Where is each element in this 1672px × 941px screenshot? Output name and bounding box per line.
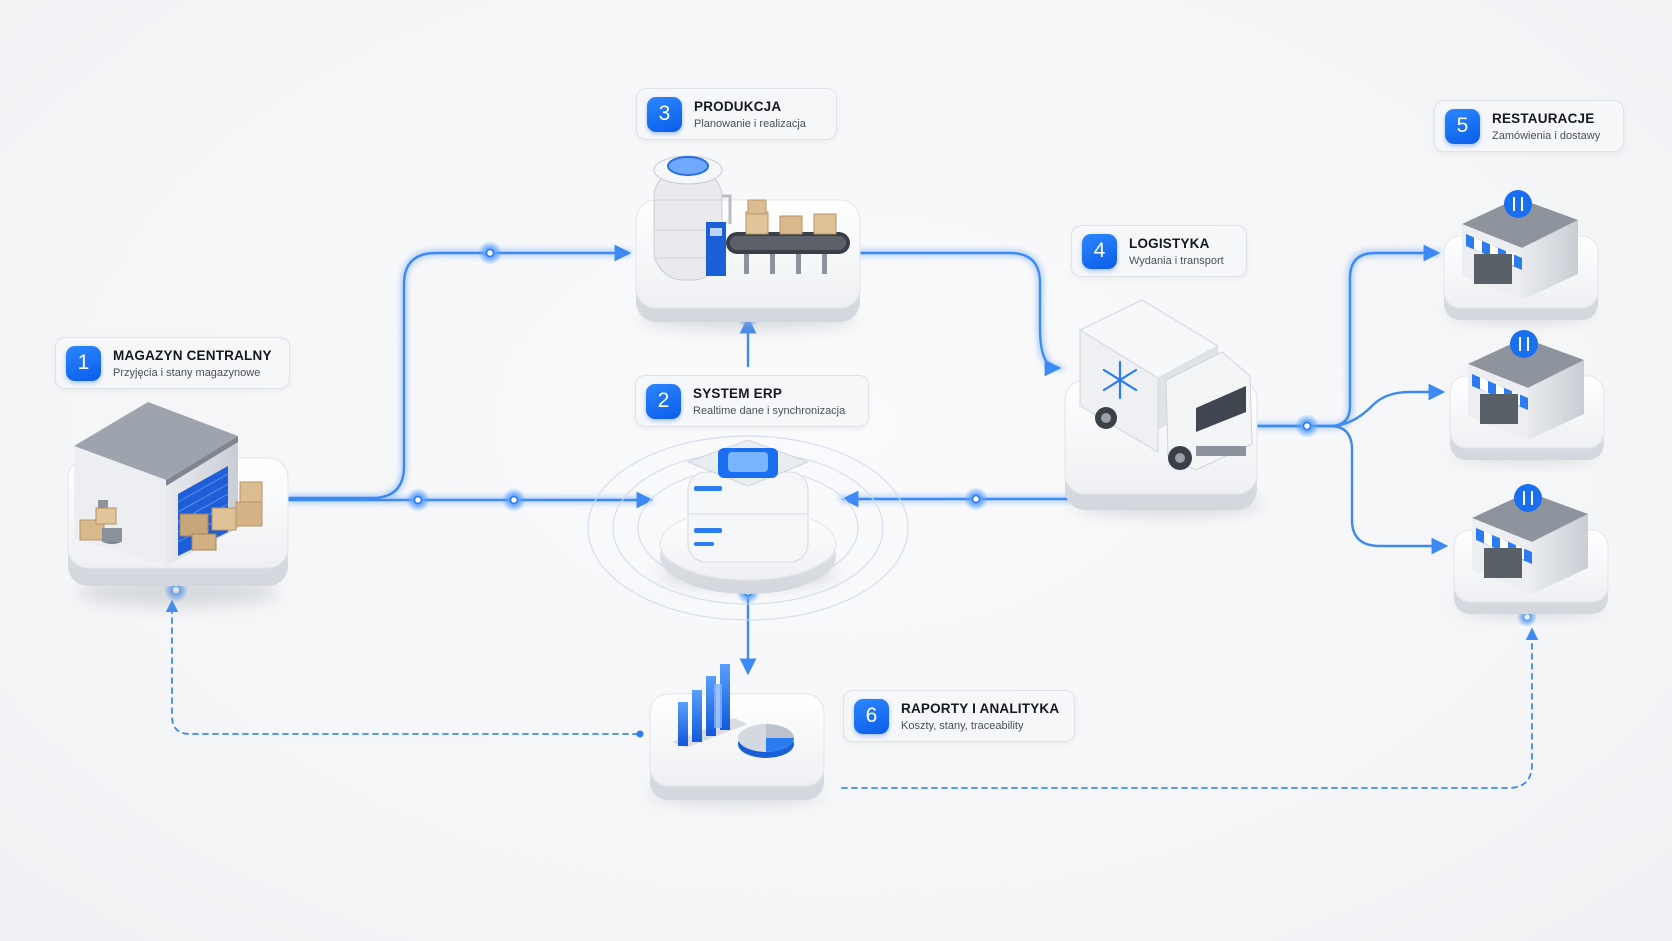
restaurant-1[interactable] — [1443, 190, 1599, 322]
cutlery-icon — [1504, 190, 1532, 218]
logistics-node[interactable] — [1064, 299, 1263, 516]
node-title: SYSTEM ERP — [693, 385, 783, 401]
edge-produkcja-logistyka — [858, 251, 1062, 377]
snowflake-icon — [1102, 360, 1138, 400]
node-title: PRODUKCJA — [694, 98, 782, 114]
edge-magazyn-produkcja — [286, 244, 632, 500]
restaurant-2[interactable] — [1449, 330, 1605, 462]
connection-lines — [165, 244, 1539, 789]
restaurants-node[interactable] — [1443, 190, 1609, 616]
erp-node[interactable] — [587, 435, 909, 621]
node-label-restauracje: 5 RESTAURACJE Zamówienia i dostawy — [1434, 100, 1624, 152]
edge-logistyka-restauracja-3 — [1328, 424, 1449, 555]
node-subtitle: Planowanie i realizacja — [694, 117, 806, 130]
node-label-erp: 2 SYSTEM ERP Realtime dane i synchroniza… — [635, 375, 869, 427]
cardboard-boxes — [79, 481, 263, 551]
conveyor-boxes — [745, 199, 837, 235]
truck-icon — [1078, 299, 1253, 471]
step-badge: 2 — [646, 383, 681, 419]
warehouse-icon — [74, 402, 263, 566]
node-label-logistyka: 4 LOGISTYKA Wydania i transport — [1071, 225, 1247, 277]
node-subtitle: Realtime dane i synchronizacja — [693, 404, 846, 417]
step-badge: 3 — [647, 96, 682, 132]
restaurant-3[interactable] — [1453, 484, 1609, 616]
reports-node[interactable] — [649, 664, 825, 804]
node-subtitle: Przyjęcia i stany magazynowe — [113, 366, 261, 379]
edge-raporty-magazyn — [165, 599, 639, 735]
factory-icon — [653, 155, 850, 281]
node-title: LOGISTYKA — [1129, 235, 1210, 251]
edge-raporty-restauracje — [841, 627, 1539, 789]
node-subtitle: Wydania i transport — [1129, 254, 1224, 267]
edge-logistyka-restauracja-2 — [1250, 383, 1446, 428]
node-title: RAPORTY I ANALITYKA — [901, 700, 1060, 716]
cutlery-icon — [1510, 330, 1538, 358]
bar-chart-icon — [672, 664, 748, 748]
step-badge: 5 — [1445, 108, 1480, 144]
production-node[interactable] — [635, 155, 861, 330]
step-badge: 1 — [66, 345, 101, 381]
step-badge: 4 — [1082, 233, 1117, 269]
node-label-magazyn: 1 MAGAZYN CENTRALNY Przyjęcia i stany ma… — [55, 337, 290, 389]
node-label-raporty: 6 RAPORTY I ANALITYKA Koszty, stany, tra… — [843, 690, 1075, 742]
node-subtitle: Koszty, stany, traceability — [901, 719, 1024, 732]
pie-chart-icon — [738, 724, 794, 758]
step-badge: 6 — [854, 698, 889, 734]
node-subtitle: Zamówienia i dostawy — [1492, 129, 1601, 142]
node-title: MAGAZYN CENTRALNY — [113, 347, 272, 363]
cutlery-icon — [1514, 484, 1542, 512]
node-title: RESTAURACJE — [1492, 110, 1595, 126]
node-label-produkcja: 3 PRODUKCJA Planowanie i realizacja — [636, 88, 837, 140]
server-icon — [686, 439, 810, 563]
edge-logistyka-restauracja-1 — [1250, 244, 1441, 428]
warehouse-node[interactable] — [67, 402, 289, 606]
